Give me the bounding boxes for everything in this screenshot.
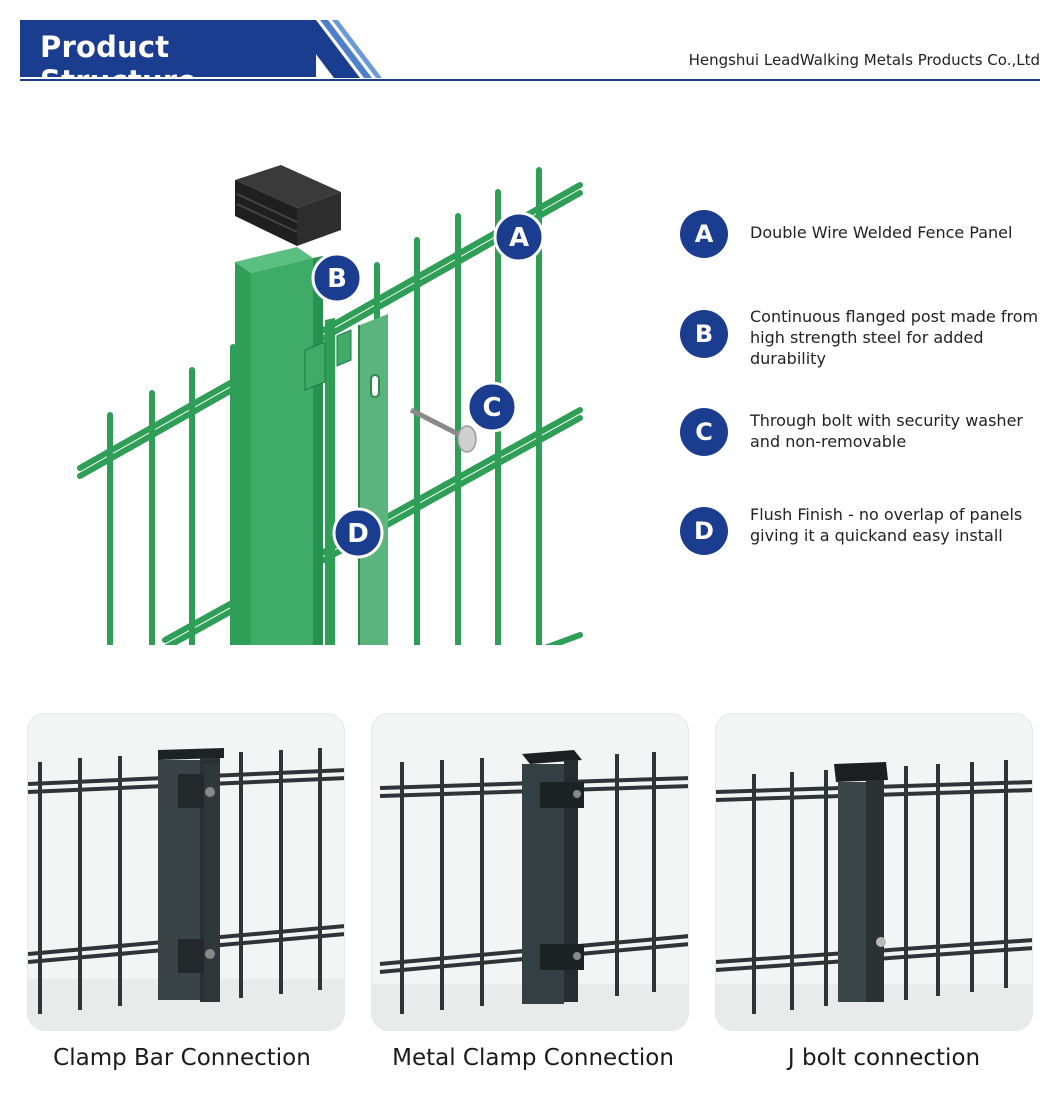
legend-badge-c: C: [680, 408, 728, 456]
callout-a: A: [493, 211, 545, 263]
caption-clamp-bar: Clamp Bar Connection: [53, 1045, 311, 1071]
callout-c: C: [466, 381, 518, 433]
j-bolt-photo: [715, 713, 1033, 1031]
legend-text-c: Through bolt with security washer and no…: [750, 411, 1023, 451]
page-title: Product Structure: [40, 30, 198, 98]
svg-text:A: A: [509, 223, 529, 253]
callout-b: B: [311, 252, 363, 304]
header: Product Structure Hengshui LeadWalking M…: [0, 0, 1060, 98]
caption-metal-clamp: Metal Clamp Connection: [392, 1045, 674, 1071]
clamp-bar-photo: [27, 713, 345, 1031]
legend-badge-b: B: [680, 310, 728, 358]
post-cap: [235, 165, 341, 246]
through-bolt: [409, 407, 477, 453]
company-name: Hengshui LeadWalking Metals Products Co.…: [688, 51, 1040, 69]
fence-structure-diagram: A B C D: [77, 165, 583, 645]
legend-text-a: Double Wire Welded Fence Panel: [750, 223, 1013, 242]
legend-text-b: Continuous flanged post made from high s…: [750, 307, 1039, 368]
svg-text:C: C: [482, 393, 501, 423]
legend-text-d: Flush Finish - no overlap of panels givi…: [750, 505, 1023, 545]
fence-post: [235, 247, 388, 645]
header-divider: [20, 79, 1040, 81]
metal-clamp-photo: [371, 713, 689, 1031]
svg-text:B: B: [327, 264, 347, 294]
svg-text:D: D: [347, 519, 369, 549]
caption-j-bolt: J bolt connection: [787, 1045, 981, 1071]
legend-badge-a: A: [680, 210, 728, 258]
title-banner: Product Structure: [20, 20, 316, 98]
header-stripes-decoration: [290, 20, 382, 78]
legend-badge-d: D: [680, 507, 728, 555]
callout-d: D: [332, 507, 384, 559]
